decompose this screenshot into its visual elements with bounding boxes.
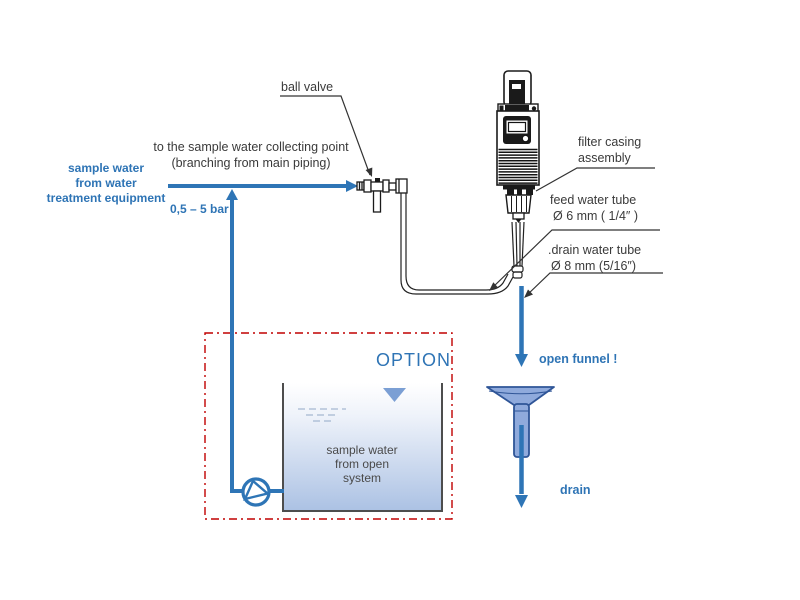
tank-label-line2: from open bbox=[334, 457, 390, 471]
tank-label-line3: system bbox=[342, 471, 381, 485]
feed-tube-leader bbox=[490, 229, 660, 290]
filter-casing-drawing bbox=[505, 194, 532, 223]
drain-tube-leader bbox=[525, 272, 663, 297]
open-funnel-label: open funnel ! bbox=[539, 352, 618, 366]
feed-water-tube-drawing bbox=[400, 193, 525, 295]
filter-casing-label-line2: assembly bbox=[578, 151, 631, 165]
drain-arrow-lower bbox=[515, 425, 528, 508]
feed-tube-label-line1: feed water tube bbox=[550, 193, 637, 207]
drain-tube-label-line2: Ø 8 mm (5/16″) bbox=[551, 259, 636, 273]
pump-symbol bbox=[230, 199, 284, 507]
drain-label: drain bbox=[560, 483, 591, 497]
ball-valve-drawing bbox=[356, 178, 408, 213]
tank-label-line1: sample water bbox=[326, 443, 398, 457]
source-label-line3: treatment equipment bbox=[46, 191, 166, 205]
leader-lines bbox=[280, 95, 663, 298]
feed-flow-arrow bbox=[168, 180, 358, 192]
option-label: OPTION bbox=[376, 350, 452, 370]
drain-arrow-upper bbox=[515, 286, 528, 367]
water-level-marker bbox=[383, 388, 406, 402]
collecting-point-label-line2: (branching from main piping) bbox=[171, 156, 331, 170]
feed-tube-label-line2: Ø 6 mm ( 1/4″ ) bbox=[553, 209, 638, 223]
filter-casing-label-line1: filter casing bbox=[578, 135, 642, 149]
instrument-drawing bbox=[496, 70, 540, 223]
pressure-flow-arrow bbox=[226, 189, 238, 200]
ribbed-section bbox=[498, 148, 538, 184]
filter-casing-leader bbox=[535, 167, 655, 192]
ball-valve-leader bbox=[280, 95, 371, 176]
drain-tube-label-line1: .drain water tube bbox=[548, 243, 642, 257]
tank-drawing bbox=[282, 383, 443, 512]
source-label-line2: from water bbox=[75, 176, 137, 190]
collecting-point-label-line1: to the sample water collecting point bbox=[153, 140, 349, 154]
ball-valve-label: ball valve bbox=[281, 80, 334, 94]
source-label-line1: sample water bbox=[67, 161, 145, 175]
pressure-label: 0,5 – 5 bar bbox=[170, 202, 229, 216]
